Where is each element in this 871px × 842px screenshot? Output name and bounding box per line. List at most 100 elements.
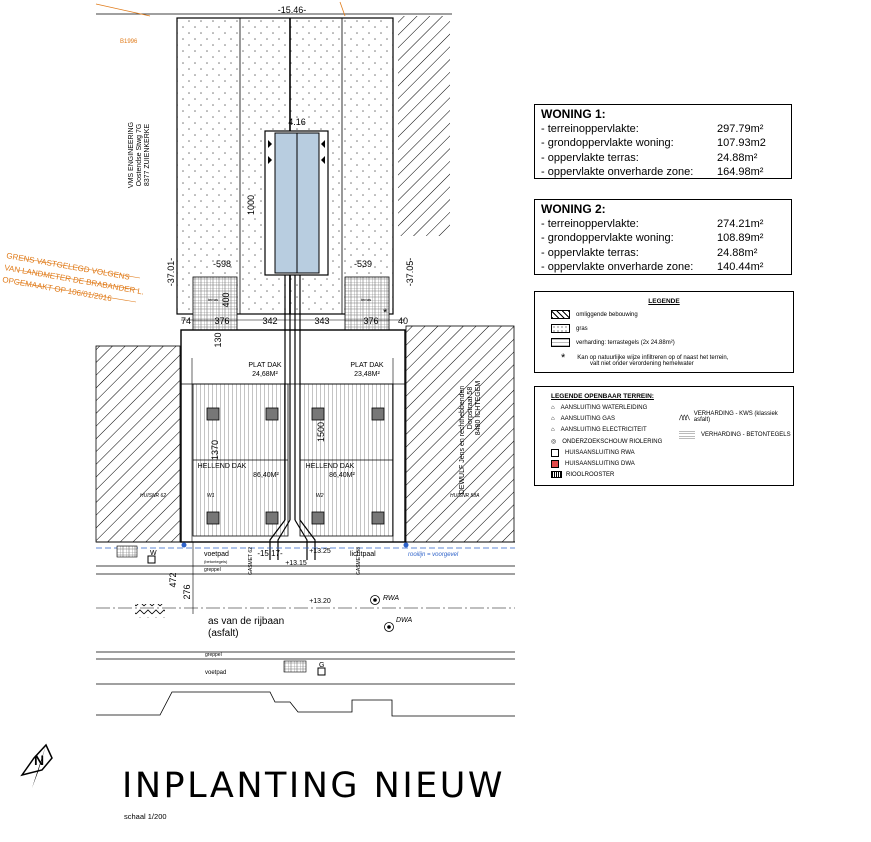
woning-1-row: - terreinoppervlakte:297.79m²	[541, 122, 764, 135]
dewulf-line-2: Dorpstraat 58	[467, 387, 474, 430]
public-legend-item: HUISAANSLUITING RWA	[551, 449, 635, 457]
voetpad-2-label: voetpad	[205, 670, 226, 676]
dim-top: -15.46-	[278, 5, 307, 15]
road-axis-label: as van de rijbaan	[208, 616, 284, 627]
street-zone	[96, 541, 515, 717]
legend-item: verharding: terrastegels (2x 24.88m²)	[551, 338, 675, 347]
pitched-roof-label-right: HELLEND DAK	[306, 463, 355, 470]
terrace-label-right: terras	[361, 297, 371, 302]
flat-roof-area-left: 24,68M²	[252, 371, 278, 378]
dim-376b: 376	[363, 316, 378, 326]
pitched-roof-label-left: HELLEND DAK	[198, 463, 247, 470]
public-legend-item: ⌂AANSLUITING GAS	[551, 416, 615, 422]
north-arrow-icon: N	[20, 743, 53, 788]
roof-windows	[206, 407, 385, 525]
dim-1000: 1000	[246, 195, 256, 215]
woning-2-row: - oppervlakte onverharde zone:140.44m²	[541, 261, 764, 273]
north-label: N	[34, 752, 44, 768]
dewulf-line-3: 8480 ICHTEGEM	[475, 381, 482, 436]
flat-roof-area-right: 23,48M²	[354, 371, 380, 378]
woning-1-row: - oppervlakte onverharde zone:164.98m²	[541, 166, 764, 178]
public-legend-item: RIOOLROOSTER	[551, 471, 614, 478]
vms-line-1: VMS ENGINEERING	[128, 122, 135, 188]
greppel-label: greppel	[204, 567, 221, 573]
garden-annex	[264, 130, 329, 276]
legend-item: valt niet onder verordening hemelwater	[590, 361, 694, 367]
woning-1-title: WONING 1:	[541, 107, 606, 121]
dim-342: 342	[262, 316, 277, 326]
dim-598: -598	[213, 259, 231, 269]
public-legend-title: LEGENDE OPENBAAR TERREIN:	[551, 393, 654, 400]
dwa-connection-icon	[551, 460, 559, 468]
legend-item: omliggende bebouwing	[551, 310, 638, 319]
dim-376a: 376	[214, 316, 229, 326]
level-1320: +13.20	[309, 598, 331, 605]
woning-1-row: - grondoppervlakte woning:107.93m2	[541, 137, 766, 149]
neighbouring-buildings	[95, 16, 515, 543]
woning-2-title: WONING 2:	[541, 202, 606, 216]
gasmeter-right: GASMET 58	[356, 547, 362, 575]
gas-connection-icon: ⌂	[551, 416, 555, 422]
house-number-left: HUISNR 62	[140, 493, 166, 499]
level-1325: +13.25	[309, 548, 331, 555]
drain-grate-icon	[551, 471, 562, 478]
sewer-lines	[269, 275, 316, 560]
g-label: G	[319, 662, 324, 669]
page-title: INPLANTING NIEUW	[122, 766, 506, 806]
electricity-connection-icon: ⌂	[551, 427, 555, 433]
betontegels-label: (betontegels)	[204, 559, 228, 564]
terrace-label-left: terras	[208, 297, 218, 302]
house-number-right: HUISNR 58A	[450, 493, 480, 499]
public-legend-box: LEGENDE OPENBAAR TERREIN: ⌂AANSLUITING W…	[534, 386, 794, 486]
dim-1517: -15.17-	[257, 549, 283, 558]
asphalt-paving-icon: ⋀⋀⋀	[679, 414, 690, 421]
dim-130: 130	[213, 332, 223, 347]
gasmeter-left: GASMET 62	[248, 547, 254, 575]
tiles-swatch-icon	[551, 338, 570, 347]
woning-2-row: - terreinoppervlakte:274.21m²	[541, 217, 764, 230]
pitched-roof-area-right: 86,40M²	[329, 472, 355, 479]
flat-roof-label-left: PLAT DAK	[248, 362, 282, 369]
public-legend-item: ⋀⋀⋀VERHARDING - KWS (klassiek asfalt)	[679, 411, 778, 423]
dim-40: 40	[398, 316, 408, 326]
svg-text:*: *	[383, 307, 388, 319]
public-legend-item: ⌂AANSLUITING ELECTRICITEIT	[551, 427, 647, 433]
w-label: W	[150, 550, 157, 557]
legend-item: gras	[551, 324, 588, 333]
dim-1370: 1370	[210, 440, 220, 460]
woning-2-box: WONING 2: - terreinoppervlakte:274.21m² …	[534, 199, 792, 275]
hatch-swatch-icon	[551, 310, 570, 319]
rwa-connection-icon	[551, 449, 559, 457]
dim-343: 343	[314, 316, 329, 326]
dim-539: -539	[354, 259, 372, 269]
dots-swatch-icon	[551, 324, 570, 333]
lichtpaal-label: lichtpaal	[350, 551, 376, 558]
vms-line-3: 8377 ZUIENKERKE	[144, 124, 151, 187]
concrete-tiles-icon	[679, 431, 695, 439]
dim-416: 4.16	[288, 117, 306, 127]
voetpad-label: voetpad	[204, 551, 229, 558]
rwa-label: RWA	[383, 595, 399, 602]
public-legend-item: VERHARDING - BETONTEGELS	[679, 431, 791, 439]
woning-2-row: - grondoppervlakte woning:108.89m²	[541, 232, 764, 244]
b1996-label: B1996	[120, 39, 138, 45]
scale-label: schaal 1/200	[124, 812, 167, 821]
woning-1-row: - oppervlakte terras:24.88m²	[541, 151, 758, 164]
public-legend-item: ⌂AANSLUITING WATERLEIDING	[551, 405, 648, 411]
rooilijn-label: rooilijn = voorgevel	[408, 552, 459, 558]
dim-276: 276	[182, 584, 192, 599]
dwa-label: DWA	[396, 617, 413, 624]
legend-box: LEGENDE omliggende bebouwing gras verhar…	[534, 291, 794, 373]
asphalt-label: (asfalt)	[208, 628, 239, 639]
greppel-2-label: greppel	[205, 652, 222, 658]
dim-400: 400	[221, 292, 231, 307]
woning-2-row: - oppervlakte terras:24.88m²	[541, 246, 758, 259]
vms-line-2: Oostendse Stwg 7G	[136, 124, 143, 187]
public-legend-item: HUISAANSLUITING DWA	[551, 460, 635, 468]
pitched-roof-area-left: 86,40M²	[253, 472, 279, 479]
woning-1-box: WONING 1: - terreinoppervlakte:297.79m² …	[534, 104, 792, 179]
dim-left: -37.01-	[166, 258, 176, 287]
water-connection-icon: ⌂	[551, 405, 555, 411]
dim-472: 472	[168, 572, 178, 587]
